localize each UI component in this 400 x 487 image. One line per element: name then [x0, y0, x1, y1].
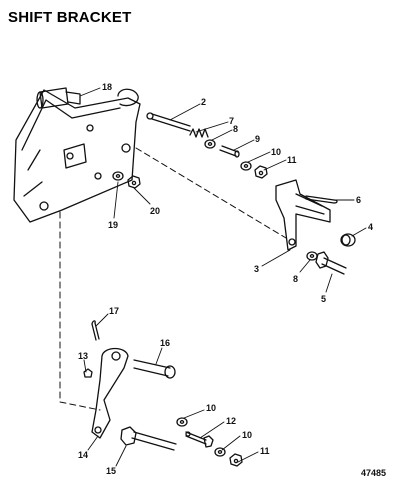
- part-18-stud: [36, 87, 81, 109]
- callout-11: 11: [287, 155, 297, 165]
- callout-11-lower: 11: [260, 446, 270, 456]
- callout-17: 17: [109, 306, 119, 316]
- callout-10-lower-2: 10: [242, 430, 252, 440]
- part-11-nut-upper: [254, 165, 268, 179]
- part-10-washer-upper: [240, 161, 252, 171]
- part-14-shift-link: [91, 347, 129, 439]
- part-11-nut-lower: [229, 453, 243, 467]
- part-20-nut: [127, 175, 141, 189]
- part-2-bolt: [146, 112, 191, 132]
- callout-19: 19: [108, 220, 118, 230]
- part-4-cap: [340, 233, 356, 247]
- part-8-washer-right: [306, 251, 318, 261]
- callout-13: 13: [78, 351, 88, 361]
- callout-5: 5: [321, 294, 326, 304]
- leader-lines: [79, 87, 367, 467]
- part-9-pin: [219, 145, 240, 158]
- part-17-cotter-pin: [91, 320, 100, 341]
- callout-10: 10: [271, 147, 281, 157]
- callout-15: 15: [106, 466, 116, 476]
- callout-10-lower-1: 10: [206, 403, 216, 413]
- callout-7: 7: [229, 116, 234, 126]
- callout-14: 14: [78, 450, 88, 460]
- part-10-washer-lower-1: [176, 417, 188, 427]
- callout-18: 18: [102, 82, 112, 92]
- part-10-washer-lower-2: [214, 447, 226, 457]
- part-8-washer: [204, 139, 216, 149]
- part-3-shift-lever: [275, 179, 331, 251]
- callout-labels: 18 2 7 8 9 10 11 6 4 3 8 5 19 20 17 16 1…: [78, 82, 373, 476]
- callout-8: 8: [233, 124, 238, 134]
- callout-20: 20: [150, 206, 160, 216]
- part-19-washer: [112, 171, 124, 181]
- page-title: SHIFT BRACKET: [8, 9, 132, 26]
- callout-2: 2: [201, 97, 206, 107]
- part-7-spring: [189, 128, 209, 138]
- reference-number: 47485: [360, 468, 386, 478]
- callout-9: 9: [255, 134, 260, 144]
- callout-6: 6: [356, 195, 361, 205]
- part-16-pin: [133, 359, 176, 379]
- callout-3: 3: [254, 264, 259, 274]
- part-13-clip: [83, 368, 93, 378]
- callout-8-right: 8: [293, 274, 298, 284]
- shift-bracket: [13, 88, 141, 223]
- callout-16: 16: [160, 338, 170, 348]
- part-12-stud: [185, 431, 214, 448]
- callout-12: 12: [226, 416, 236, 426]
- part-15-bolt: [120, 426, 177, 451]
- part-5-bolt: [315, 251, 347, 275]
- callout-4: 4: [368, 222, 373, 232]
- assembly-lines: [59, 147, 287, 411]
